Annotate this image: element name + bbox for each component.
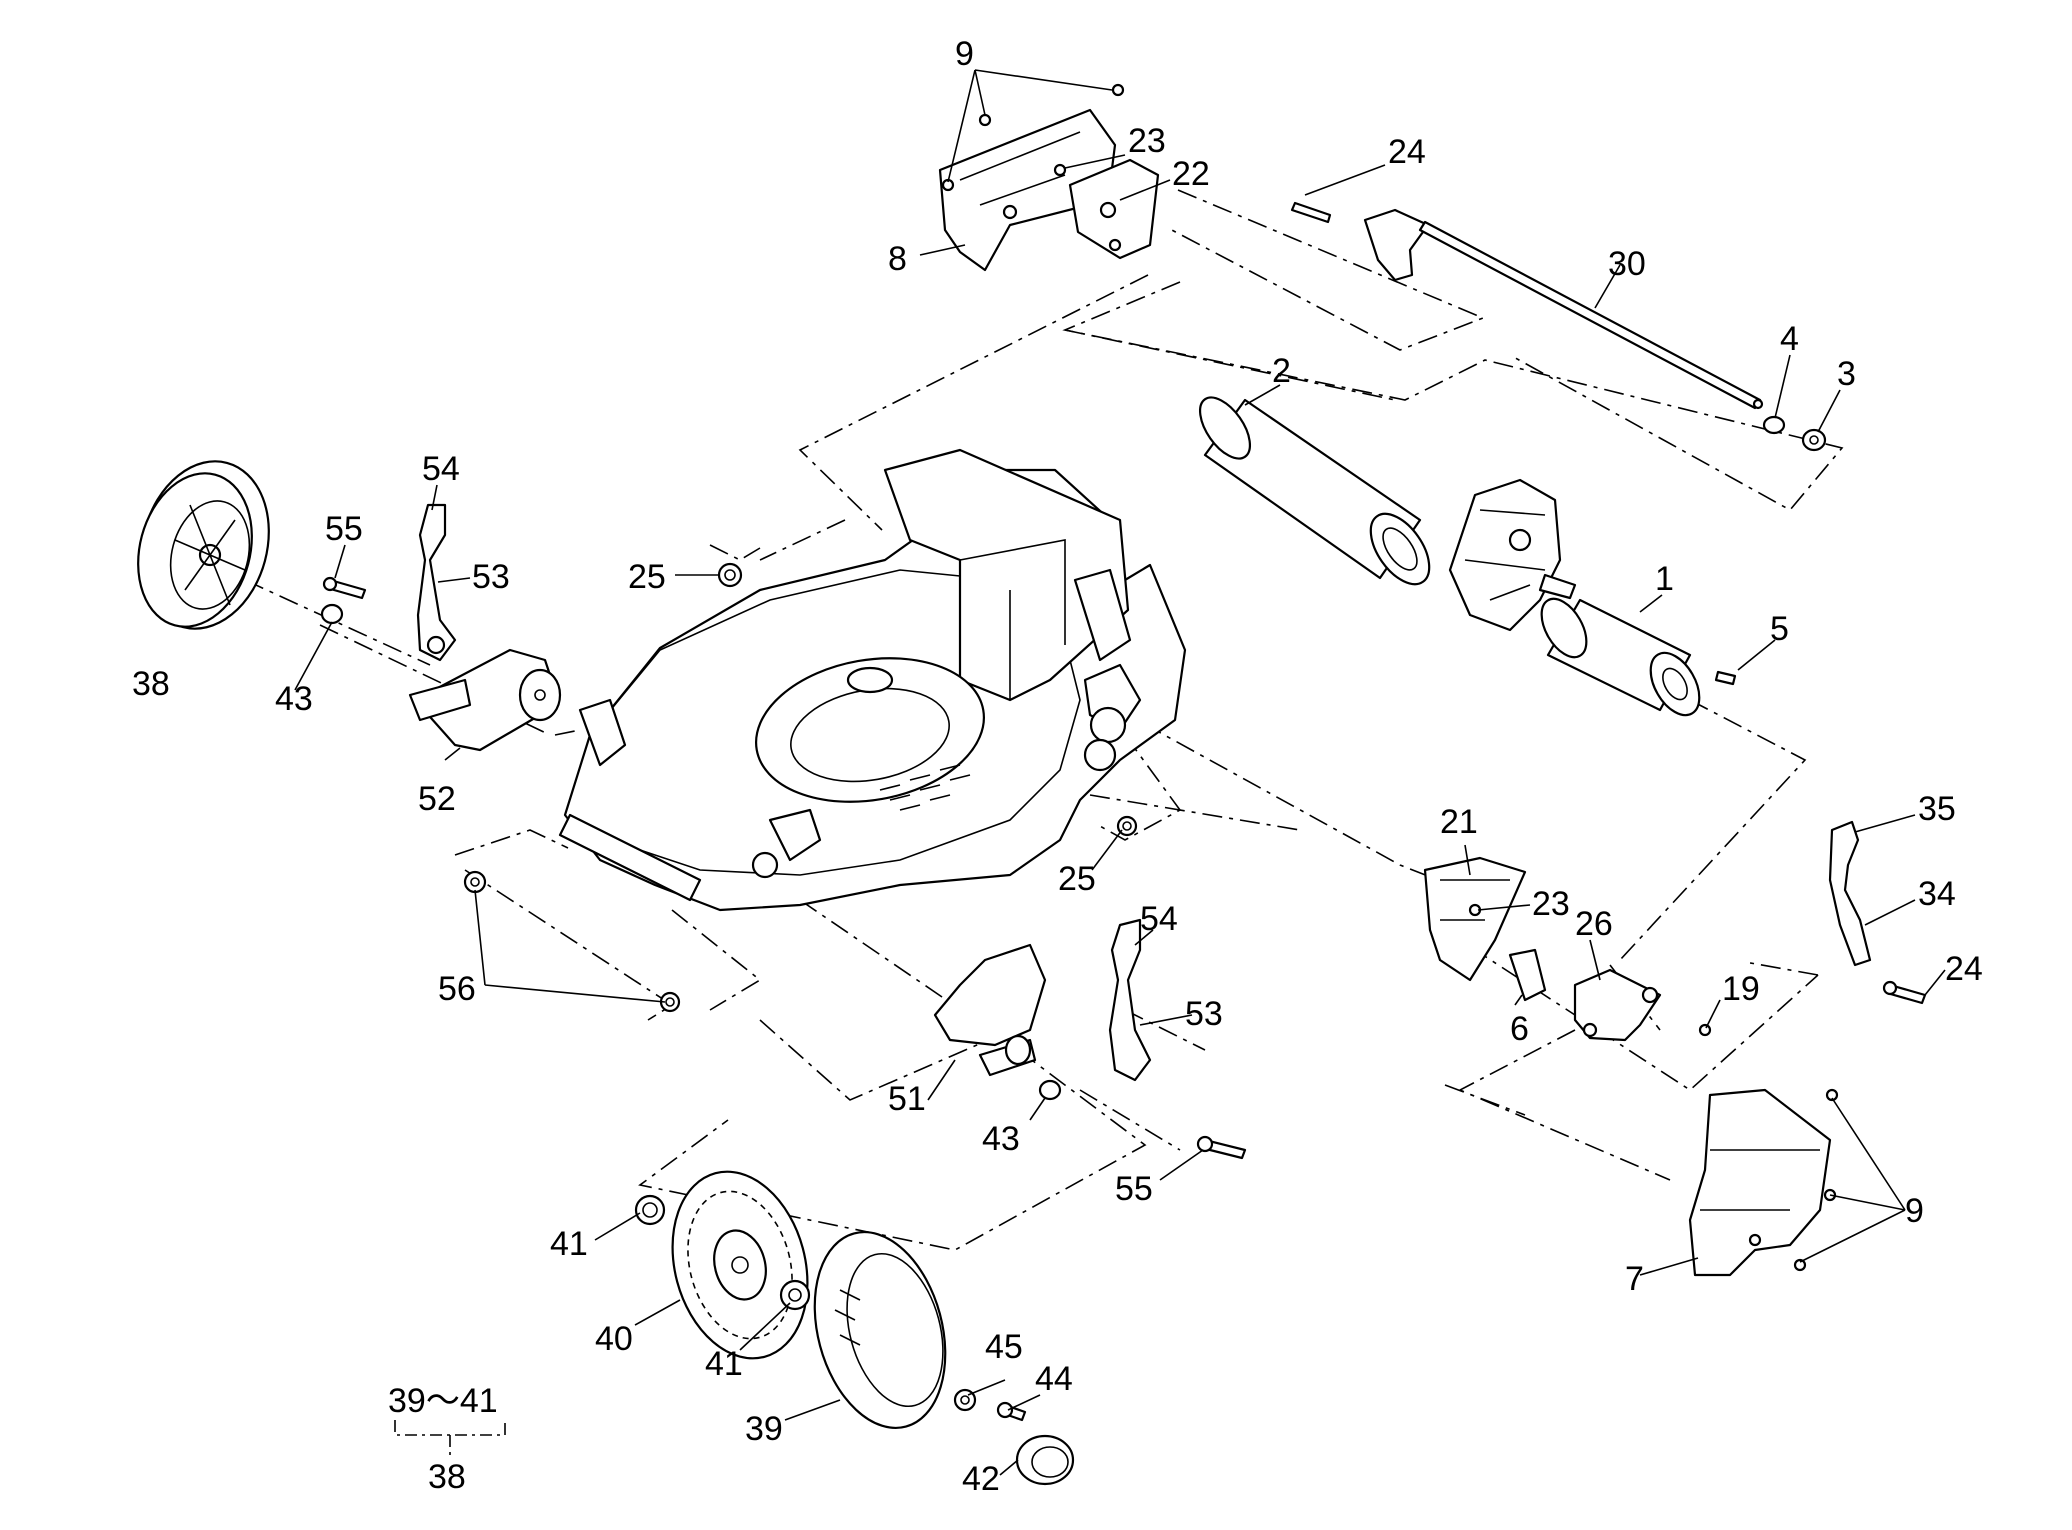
label-part-25: 25 [628, 558, 666, 596]
label-part-41b: 41 [705, 1345, 743, 1383]
label-part-55b: 55 [1115, 1170, 1153, 1208]
label-part-45: 45 [985, 1328, 1023, 1366]
label-part-19: 19 [1722, 970, 1760, 1008]
label-part-51: 51 [888, 1080, 926, 1118]
label-part-39: 39 [745, 1410, 783, 1448]
label-part-30: 30 [1608, 245, 1646, 283]
label-part-56: 56 [438, 970, 476, 1008]
label-part-range-39-41: 39～41 [388, 1382, 498, 1420]
label-part-52: 52 [418, 780, 456, 818]
label-part-35: 35 [1918, 790, 1956, 828]
label-part-41: 41 [550, 1225, 588, 1263]
right-height-adjust [1423, 856, 1712, 1042]
left-rear-wheel [137, 460, 270, 630]
label-part-24: 24 [1388, 133, 1426, 171]
label-part-54: 54 [422, 450, 460, 488]
front-wheel [634, 1170, 1075, 1486]
label-part-9b: 9 [1905, 1192, 1924, 1230]
label-part-6: 6 [1510, 1010, 1529, 1048]
label-part-3: 3 [1837, 355, 1856, 393]
label-part-53: 53 [472, 558, 510, 596]
right-lever [1828, 820, 1927, 1005]
label-part-24b: 24 [1945, 950, 1983, 988]
label-part-42: 42 [962, 1460, 1000, 1498]
label-part-23b: 23 [1532, 885, 1570, 923]
label-part-5: 5 [1770, 610, 1789, 648]
rear-flap-guard [938, 83, 1160, 272]
label-part-55: 55 [325, 510, 363, 548]
rear-roller-small [1540, 597, 1737, 717]
label-part-38: 38 [132, 665, 170, 703]
label-part-34: 34 [1918, 875, 1956, 913]
label-part-54b: 54 [1140, 900, 1178, 938]
label-part-23: 23 [1128, 122, 1166, 160]
rear-roller-large [1198, 396, 1431, 586]
label-part-21: 21 [1440, 803, 1478, 841]
discharge-chute [1688, 1088, 1839, 1277]
label-part-26: 26 [1575, 905, 1613, 943]
label-part-1: 1 [1655, 560, 1674, 598]
label-part-43: 43 [275, 680, 313, 718]
label-part-53b: 53 [1185, 995, 1223, 1033]
label-part-22: 22 [1172, 155, 1210, 193]
label-part-7: 7 [1625, 1260, 1644, 1298]
label-part-4: 4 [1780, 320, 1799, 358]
rear-axle-rod [1290, 201, 1827, 452]
mower-deck [558, 448, 1187, 912]
label-part-2: 2 [1272, 352, 1291, 390]
label-part-43b: 43 [982, 1120, 1020, 1158]
part-labels: 9 23 22 8 24 30 2 4 3 54 55 53 25 1 5 38… [132, 35, 1983, 1498]
label-part-9: 9 [955, 35, 974, 73]
label-part-25b: 25 [1058, 860, 1096, 898]
label-part-38b: 38 [428, 1458, 466, 1496]
label-part-8: 8 [888, 240, 907, 278]
left-height-adjust [320, 503, 562, 752]
front-height-adjust [933, 918, 1247, 1160]
label-part-44: 44 [1035, 1360, 1073, 1398]
gearbox [1448, 478, 1577, 632]
label-part-40: 40 [595, 1320, 633, 1358]
leader-lines [294, 69, 1946, 1476]
